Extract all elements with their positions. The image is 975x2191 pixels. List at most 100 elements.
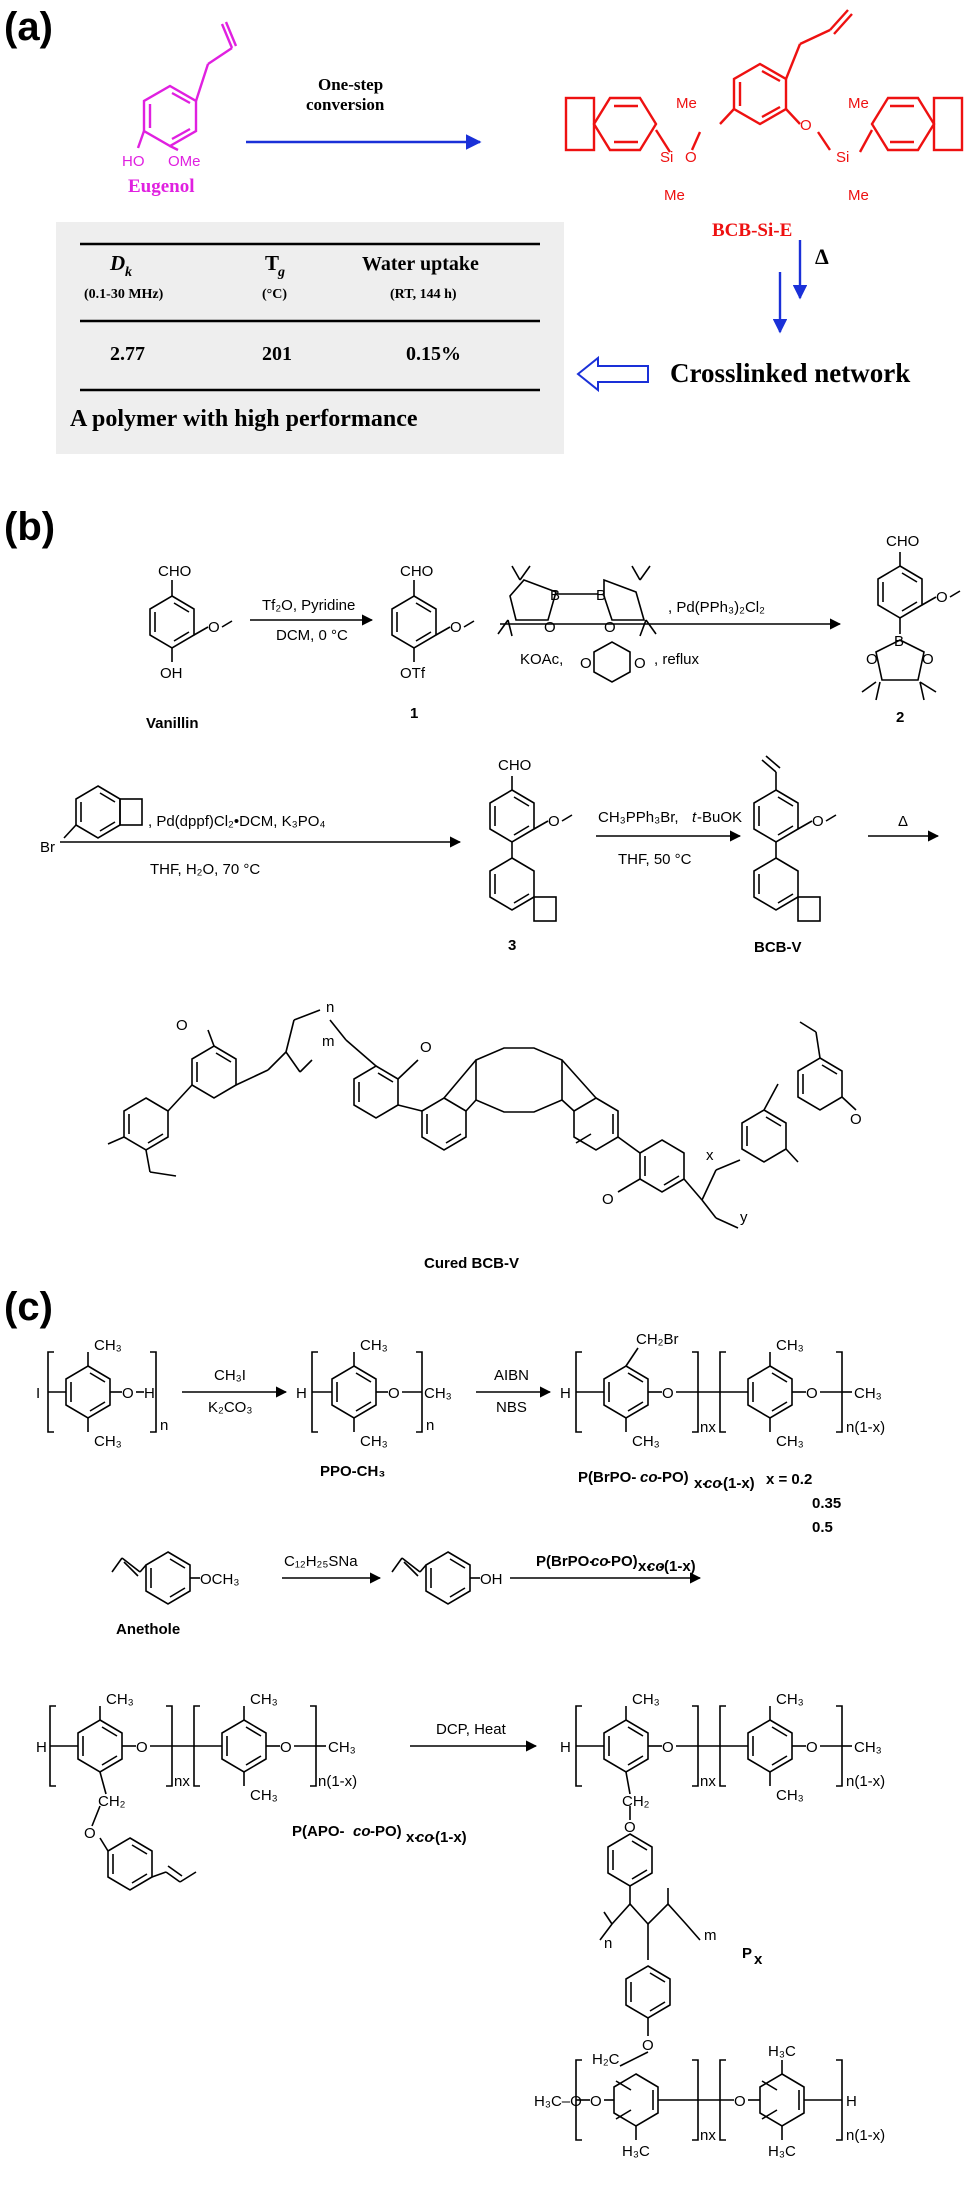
eugenol-name: Eugenol <box>128 176 195 197</box>
px-o-2: O <box>806 1739 818 1756</box>
step3-bot: THF, H₂O, 70 °C <box>150 861 260 878</box>
px-h-top: H <box>560 1739 571 1756</box>
px-h3c-1: H₃C <box>622 2143 650 2160</box>
b2pin2-o2: O <box>604 619 616 636</box>
px-m: m <box>704 1927 717 1944</box>
bcbv-o: O <box>812 813 824 830</box>
px-h-bot: H <box>846 2093 857 2110</box>
panel-a: (a) HO OMe Eugenol One-step conversion <box>4 5 964 454</box>
r4-a: P(BrPO- <box>536 1553 594 1570</box>
product-me-2: Me <box>664 187 685 204</box>
panel-a-label: (a) <box>4 5 53 49</box>
panel-b-label: (b) <box>4 505 55 549</box>
px-ch3-3: CH₃ <box>776 1787 804 1804</box>
apo-sub-end: -(1-x) <box>430 1829 467 1846</box>
b2pin2-b2: B <box>596 587 606 604</box>
px-label-sub: x <box>754 1951 763 1968</box>
c2-o1: O <box>866 651 878 668</box>
r2-bot: NBS <box>496 1399 527 1416</box>
px-h3c-3: H₃C <box>768 2143 796 2160</box>
compound-1-structure <box>391 580 475 662</box>
arrow-label-line1: One-step <box>318 75 383 94</box>
apo-o1: O <box>136 1739 148 1756</box>
brpo-ch3-end: CH₃ <box>854 1385 882 1402</box>
arrow-label-line2: conversion <box>306 95 385 114</box>
cured-y: y <box>740 1209 748 1226</box>
c2-o2: O <box>922 651 934 668</box>
apo-ch3-top2: CH₃ <box>250 1691 278 1708</box>
brpo-ch3-top2: CH₃ <box>776 1337 804 1354</box>
product-o-2: O <box>800 117 812 134</box>
product-me-4: Me <box>848 187 869 204</box>
r4-sub-co: co <box>647 1558 665 1575</box>
table-v3: 0.15% <box>406 343 461 365</box>
table-col2-sub: g <box>277 265 285 280</box>
apo-sub-co: co <box>416 1829 434 1846</box>
apo-ch3-end: CH₃ <box>328 1739 356 1756</box>
ppoch3-ch3-bot: CH₃ <box>360 1433 388 1450</box>
eugenol-ho: HO <box>122 153 145 170</box>
apo-label-a: P(APO- <box>292 1823 345 1840</box>
ppo-i: I <box>36 1385 40 1402</box>
px-structure <box>575 1705 852 2141</box>
apo-o-ether: O <box>84 1825 96 1842</box>
table-col2-head: T <box>265 251 279 275</box>
vanillin-label: Vanillin <box>146 715 199 732</box>
hollow-arrow <box>576 355 649 393</box>
product-si-2: Si <box>836 149 849 166</box>
panel-c-label: (c) <box>4 1285 53 1329</box>
brpo-o2: O <box>806 1385 818 1402</box>
apo-nx: nx <box>174 1773 190 1790</box>
step2-bot-b: , reflux <box>654 651 700 668</box>
table-col1-cond: (0.1-30 MHz) <box>84 287 164 302</box>
vanillin-structure <box>149 580 233 662</box>
eugenol-ome: OMe <box>168 153 201 170</box>
apo-h: H <box>36 1739 47 1756</box>
apo-n1x: n(1-x) <box>318 1773 357 1790</box>
ppo-h: H <box>144 1385 155 1402</box>
compound-1-label: 1 <box>410 705 418 722</box>
apo-sub-xco: x- <box>406 1829 419 1846</box>
brpo-ch3-bot: CH₃ <box>632 1433 660 1450</box>
ppoch3-n: n <box>426 1417 434 1434</box>
brpo-label-a: P(BrPO- <box>578 1469 636 1486</box>
c2-o: O <box>936 589 948 606</box>
product-o-1: O <box>685 149 697 166</box>
px-nx-top: nx <box>700 1773 716 1790</box>
px-h3c-2: H₃C <box>768 2043 796 2060</box>
r4-sub-end: -(1-x) <box>659 1558 696 1575</box>
ppo-n: n <box>160 1417 168 1434</box>
c1-cho: CHO <box>400 563 433 580</box>
brpo-label-co: co <box>640 1469 658 1486</box>
x-value-2: 0.35 <box>812 1495 841 1512</box>
cured-o-4: O <box>850 1111 862 1128</box>
brpo-nx: nx <box>700 1419 716 1436</box>
apo-label-co: co <box>353 1823 371 1840</box>
cured-x: x <box>706 1147 714 1164</box>
anethole-label: Anethole <box>116 1621 180 1638</box>
ppo-o: O <box>122 1385 134 1402</box>
ppo-structure <box>47 1351 157 1433</box>
px-o-4: O <box>734 2093 746 2110</box>
brpo-sub-end: -(1-x) <box>718 1475 755 1492</box>
dioxane-o2: O <box>634 655 646 672</box>
table-col2-cond: (°C) <box>262 287 287 302</box>
brpo-sub-co: co <box>704 1475 722 1492</box>
cured-o-3: O <box>602 1191 614 1208</box>
anol-structure <box>391 1551 480 1605</box>
table-caption: A polymer with high performance <box>70 406 418 432</box>
property-table <box>56 222 564 454</box>
heat-symbol: Δ <box>815 244 829 269</box>
dioxane-o1: O <box>580 655 592 672</box>
r1-top: CH₃I <box>214 1367 246 1384</box>
table-v1: 2.77 <box>110 343 145 365</box>
step4-bot: THF, 50 °C <box>618 851 692 868</box>
px-nx-bot: nx <box>700 2127 716 2144</box>
c2-b: B <box>894 633 904 650</box>
b2pin2-o1: O <box>544 619 556 636</box>
ppoch3-ch3-end: CH₃ <box>424 1385 452 1402</box>
px-o-ether-top: O <box>624 1819 636 1836</box>
table-col3-cond: (RT, 144 h) <box>390 287 457 302</box>
brpo-ch2br: CH₂Br <box>636 1331 679 1348</box>
